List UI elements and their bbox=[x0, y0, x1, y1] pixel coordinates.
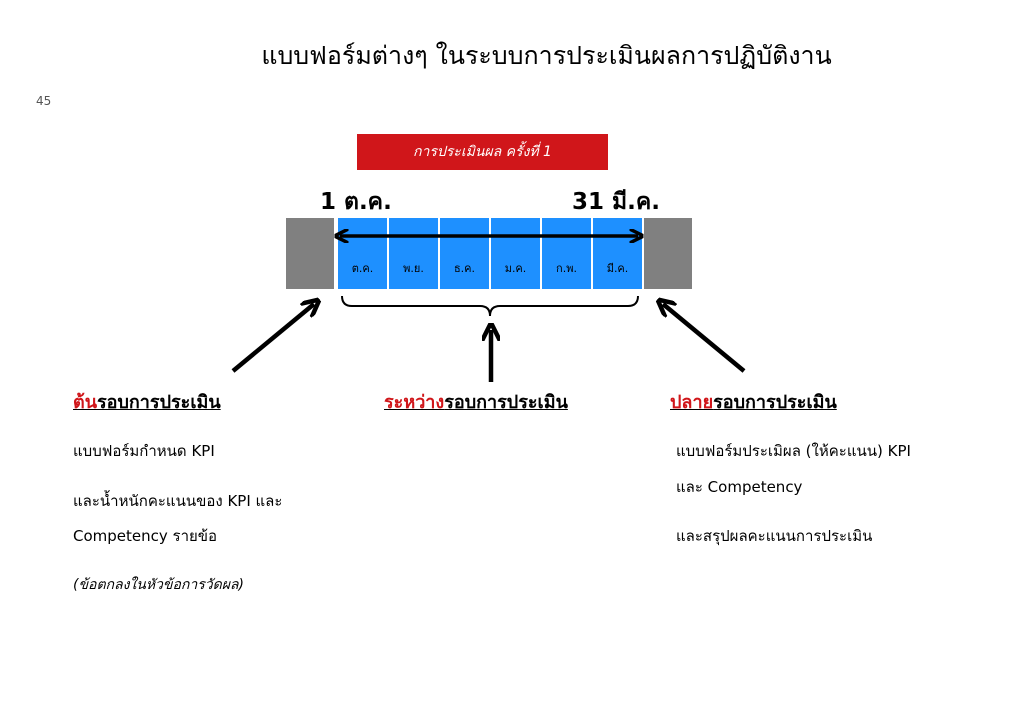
timeline-gray-left bbox=[286, 218, 334, 289]
left-line-2: และน้ำหนักคะแนนของ KPI และ bbox=[73, 492, 283, 510]
phase-start: ต้นรอบการประเมิน bbox=[73, 387, 221, 416]
evaluation-badge: การประเมินผล ครั้งที่ 1 bbox=[357, 134, 608, 170]
phase-end: ปลายรอบการประเมิน bbox=[670, 387, 837, 416]
page-title: แบบฟอร์มต่างๆ ในระบบการประเมินผลการปฏิบั… bbox=[261, 41, 832, 70]
phase-middle: ระหว่างรอบการประเมิน bbox=[384, 387, 568, 416]
arrow-end bbox=[663, 304, 746, 373]
left-note: (ข้อตกลงในหัวข้อการวัดผล) bbox=[73, 577, 244, 593]
timeline-gray-right bbox=[644, 218, 692, 289]
right-line-1: แบบฟอร์มประเมิผล (ให้คะแนน) KPI bbox=[676, 442, 911, 460]
left-line-1: แบบฟอร์มกำหนด KPI bbox=[73, 442, 215, 460]
phase-end-highlight: ปลาย bbox=[670, 392, 714, 413]
left-line-3: Competency รายข้อ bbox=[73, 527, 218, 545]
phase-start-rest: รอบการประเมิน bbox=[97, 392, 221, 413]
phase-middle-highlight: ระหว่าง bbox=[384, 392, 445, 413]
arrow-start bbox=[231, 304, 314, 373]
right-line-3: และสรุปผลคะแนนการประเมิน bbox=[676, 527, 873, 545]
slide-number: 45 bbox=[36, 94, 52, 108]
phase-middle-rest: รอบการประเมิน bbox=[444, 392, 568, 413]
right-line-2: และ Competency bbox=[676, 478, 803, 496]
start-date: 1 ต.ค. bbox=[320, 189, 392, 215]
phase-start-highlight: ต้น bbox=[73, 392, 97, 413]
phase-end-rest: รอบการประเมิน bbox=[713, 392, 837, 413]
end-date: 31 มี.ค. bbox=[572, 189, 661, 215]
brace bbox=[341, 295, 639, 317]
